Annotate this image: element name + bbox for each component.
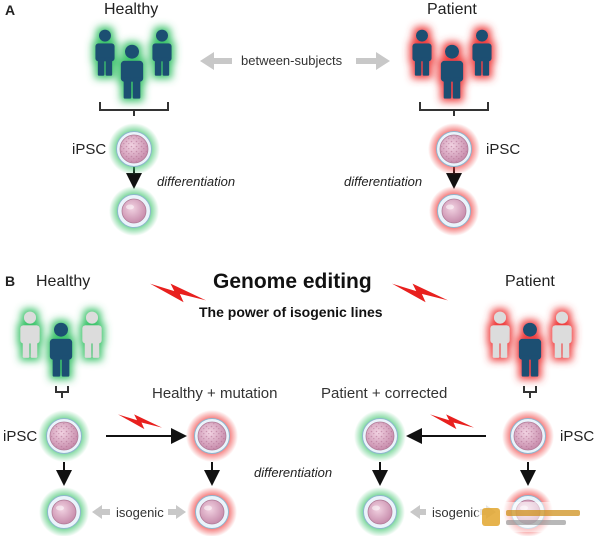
patient-label-b: Patient [505,273,555,290]
person-icon [472,29,492,76]
patient-corrected-label: Patient + corrected [321,385,448,402]
patient-bracket-b [523,386,537,398]
cell-icon [108,123,160,175]
differentiation-label-a-right: differentiation [344,174,423,189]
cell-icon [187,487,237,536]
panel-a-letter: A [5,2,16,18]
cell-icon [502,410,554,462]
lightning-icon-small-right [430,414,474,430]
cell-icon [429,186,479,236]
ipsc-label-b-right: iPSC [560,428,594,445]
cell-icon [109,186,159,236]
cell-icon [354,410,406,462]
cell-icon [39,487,89,536]
genome-editing-title: Genome editing [213,270,372,293]
healthy-mutation-label: Healthy + mutation [152,385,278,402]
watermark-logo [476,502,588,532]
patient-people-group-a [412,29,492,99]
person-icon [20,311,40,358]
isogenic-label-right: isogenic [432,505,480,520]
isogenic-lines-subtitle: The power of isogenic lines [199,304,383,320]
panel-b-letter: B [5,273,16,289]
ipsc-label-b-left: iPSC [3,428,38,445]
between-subjects-label: between-subjects [241,53,343,68]
patient-label-a: Patient [427,1,477,18]
person-icon [440,44,464,99]
person-icon [120,44,144,99]
healthy-bracket-a [99,102,169,116]
healthy-label-a: Healthy [104,1,159,18]
cell-icon [355,487,405,536]
differentiation-label-b: differentiation [254,465,333,480]
between-subjects-arrow [200,52,390,70]
person-icon [82,311,102,358]
person-icon [412,29,432,76]
person-icon [95,29,115,76]
lightning-icon-left [150,283,206,303]
healthy-people-group-b [20,311,102,377]
ipsc-label-a-right: iPSC [486,141,521,158]
healthy-people-group-a [95,29,172,99]
ipsc-label-a-left: iPSC [72,141,107,158]
isogenic-label-left: isogenic [116,505,164,520]
person-icon [152,29,172,76]
cell-icon [186,410,238,462]
patient-bracket-a [419,102,489,116]
patient-people-group-b [490,311,572,377]
person-icon [518,322,542,377]
cell-icon [428,123,480,175]
person-icon [49,322,73,377]
healthy-bracket-b [55,386,69,398]
differentiation-label-a-left: differentiation [157,174,236,189]
cell-icon [38,410,90,462]
lightning-icon-small-left [118,414,162,430]
lightning-icon-right [392,283,448,303]
person-icon [490,311,510,358]
healthy-label-b: Healthy [36,273,91,290]
person-icon [552,311,572,358]
